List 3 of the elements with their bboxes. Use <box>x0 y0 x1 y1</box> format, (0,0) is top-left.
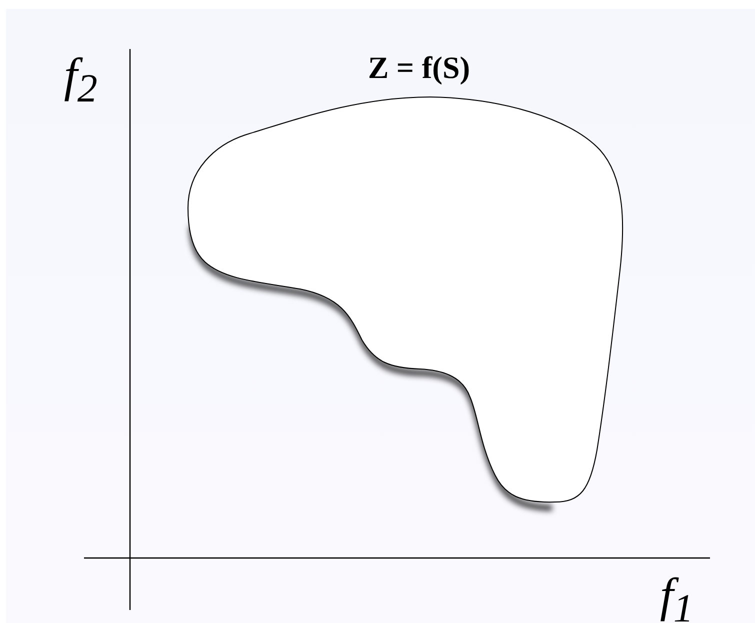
axis-label: f$_{1}$ <box>660 572 694 623</box>
axis-label: f$_{2}$ <box>64 52 98 109</box>
chart-title: Z = f(S) <box>368 52 470 83</box>
